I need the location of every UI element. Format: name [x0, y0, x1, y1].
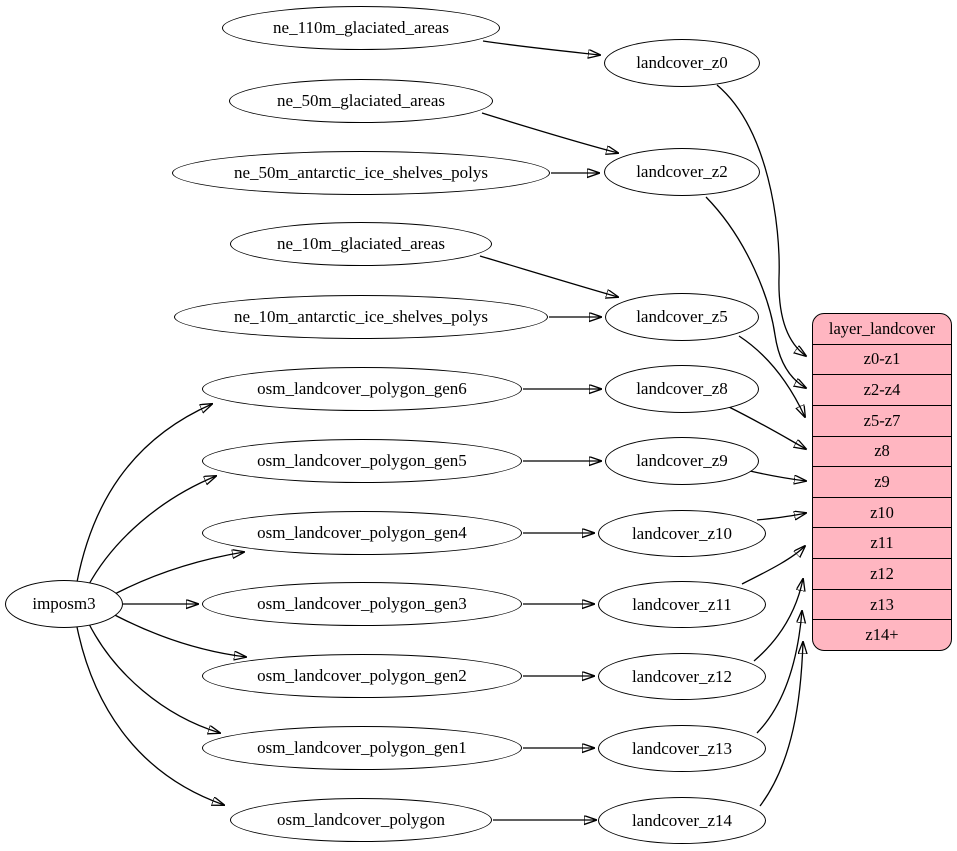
- layer-landcover-table: layer_landcover z0-z1 z2-z4 z5-z7 z8 z9 …: [812, 313, 952, 651]
- node-ne-10m-glaciated-areas: ne_10m_glaciated_areas: [230, 222, 492, 266]
- node-landcover-z2: landcover_z2: [604, 148, 760, 196]
- table-row-z2-z4: z2-z4: [813, 374, 951, 405]
- node-landcover-z8: landcover_z8: [605, 365, 759, 413]
- edge-z11-to-row-z11: [741, 546, 805, 585]
- edge-z9-to-row-z9: [749, 470, 806, 481]
- node-landcover-z14: landcover_z14: [598, 797, 766, 844]
- node-landcover-z0: landcover_z0: [604, 39, 760, 87]
- node-ne-110m-glaciated-areas: ne_110m_glaciated_areas: [222, 6, 500, 50]
- node-landcover-z5: landcover_z5: [605, 293, 759, 341]
- layer-table-title: layer_landcover: [828, 318, 936, 338]
- edge-imposm3-to-gen1: [87, 621, 220, 733]
- node-ne-50m-glaciated-areas: ne_50m_glaciated_areas: [229, 79, 493, 123]
- node-landcover-z13: landcover_z13: [598, 725, 766, 772]
- node-osm-landcover-polygon-gen6: osm_landcover_polygon_gen6: [202, 367, 522, 411]
- edge-imposm3-to-polygon: [76, 626, 224, 805]
- edge-imposm3-to-gen6: [76, 404, 212, 583]
- edge-ne10g-to-z5: [479, 255, 618, 297]
- table-row-z0-z1: z0-z1: [813, 343, 951, 375]
- node-ne-10m-antarctic-ice-shelves-polys: ne_10m_antarctic_ice_shelves_polys: [174, 295, 548, 339]
- edge-z5-to-row-z5-z7: [738, 335, 805, 417]
- table-row-z9: z9: [813, 466, 951, 497]
- edge-z0-to-row-z0-z1: [716, 84, 806, 356]
- edge-z2-to-row-z2-z4: [705, 196, 806, 388]
- table-row-z5-z7: z5-z7: [813, 404, 951, 436]
- node-imposm3: imposm3: [5, 580, 123, 628]
- edge-imposm3-to-gen5: [87, 476, 216, 587]
- table-row-z11: z11: [813, 527, 951, 558]
- node-osm-landcover-polygon-gen1: osm_landcover_polygon_gen1: [202, 726, 522, 770]
- node-osm-landcover-polygon-gen5: osm_landcover_polygon_gen5: [202, 439, 522, 483]
- node-ne-50m-antarctic-ice-shelves-polys: ne_50m_antarctic_ice_shelves_polys: [172, 151, 550, 195]
- table-row-z14plus: z14+: [813, 619, 951, 650]
- edge-z8-to-row-z8: [728, 406, 806, 449]
- edge-z12-to-row-z12: [753, 579, 803, 662]
- edge-ne50g-to-z2: [481, 112, 618, 153]
- table-row-z10: z10: [813, 496, 951, 528]
- node-landcover-z9: landcover_z9: [605, 437, 759, 485]
- edge-ne110g-to-z0: [482, 40, 600, 55]
- node-landcover-z10: landcover_z10: [598, 510, 766, 557]
- node-osm-landcover-polygon-gen3: osm_landcover_polygon_gen3: [202, 582, 522, 626]
- table-row-z8: z8: [813, 435, 951, 467]
- table-row-z12: z12: [813, 558, 951, 589]
- node-landcover-z11: landcover_z11: [598, 581, 766, 628]
- edge-z14-to-row-z14plus: [759, 642, 803, 807]
- node-osm-landcover-polygon-gen2: osm_landcover_polygon_gen2: [202, 654, 522, 698]
- table-row-z13: z13: [813, 588, 951, 620]
- edge-imposm3-to-gen2: [108, 611, 246, 657]
- edge-imposm3-to-gen4: [108, 552, 244, 598]
- node-landcover-z12: landcover_z12: [598, 653, 766, 700]
- node-osm-landcover-polygon-gen4: osm_landcover_polygon_gen4: [202, 511, 522, 555]
- edge-z13-to-row-z13: [756, 611, 802, 734]
- edge-z10-to-row-z10: [756, 513, 806, 520]
- node-osm-landcover-polygon: osm_landcover_polygon: [230, 798, 492, 842]
